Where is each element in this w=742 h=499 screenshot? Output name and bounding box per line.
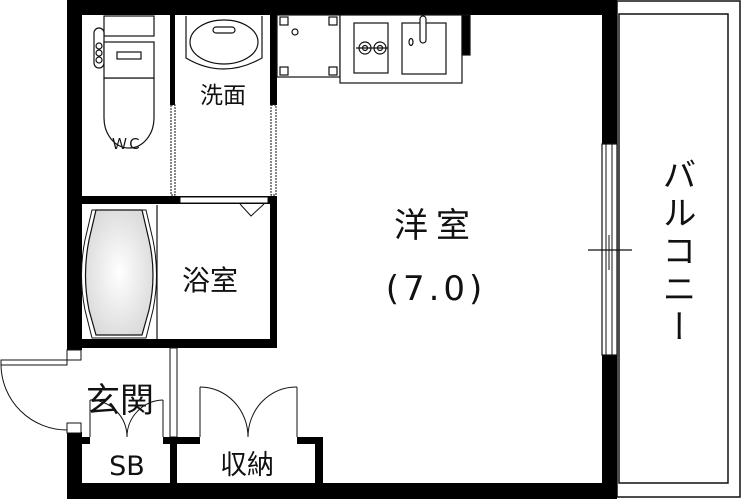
toilet-icon — [93, 15, 155, 149]
entrance-label: 玄関 — [86, 381, 154, 421]
bathtub-icon — [81, 209, 157, 339]
western-room-label: 洋室 — [394, 206, 478, 246]
exterior-walls — [67, 0, 617, 499]
washroom — [179, 15, 277, 217]
storage-walls — [82, 437, 323, 483]
bathroom — [82, 204, 277, 348]
balcony-label: バルコニー — [656, 157, 696, 347]
entrance-door[interactable] — [0, 349, 82, 434]
balcony-window — [588, 143, 632, 356]
washbasin-icon — [185, 16, 263, 70]
storage-doors[interactable] — [199, 386, 298, 438]
bathroom-label: 浴室 — [182, 264, 238, 297]
washroom-label: 洗面 — [200, 83, 246, 109]
entrance-partition — [169, 347, 178, 438]
stove-icon — [356, 41, 388, 55]
wc-label: ＷＣ — [112, 135, 142, 153]
storage-label: 収納 — [220, 450, 274, 481]
washing-machine-space — [276, 14, 341, 78]
shoe-box-label: SB — [109, 451, 145, 482]
shoe-box-doors[interactable] — [89, 399, 164, 438]
western-room-size: (7.0) — [386, 269, 487, 309]
